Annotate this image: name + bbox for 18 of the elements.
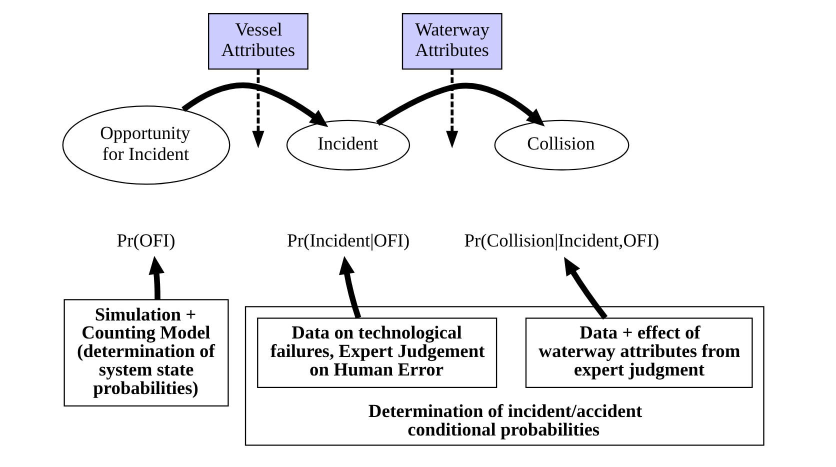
arrow: [339, 255, 362, 318]
node-text: Pr(Incident|OFI): [287, 230, 410, 250]
arrow: [446, 68, 458, 148]
node-box: Vessel Attributes: [208, 12, 308, 70]
arrow: [376, 82, 545, 126]
node-ellipse: Incident: [286, 119, 410, 170]
node-box: Data + effect of waterway attributes from expert judgment: [525, 317, 753, 388]
arrow: [148, 255, 164, 299]
node-ellipse: Collision: [494, 119, 630, 170]
node-box: Data on technological failures, Expert Judgement on Human Error: [257, 317, 498, 388]
node-text: Pr(OFI): [116, 230, 176, 250]
node-ellipse: Opportunity for Incident: [62, 104, 230, 184]
arrow: [252, 68, 264, 148]
node-box: Waterway Attributes: [402, 12, 502, 70]
node-text: Pr(Collision|Incident,OFI): [464, 230, 660, 250]
arrow: [564, 256, 608, 320]
node-box: Simulation + Counting Model (determination of system state probabilities): [64, 298, 229, 406]
arrow: [182, 82, 328, 127]
